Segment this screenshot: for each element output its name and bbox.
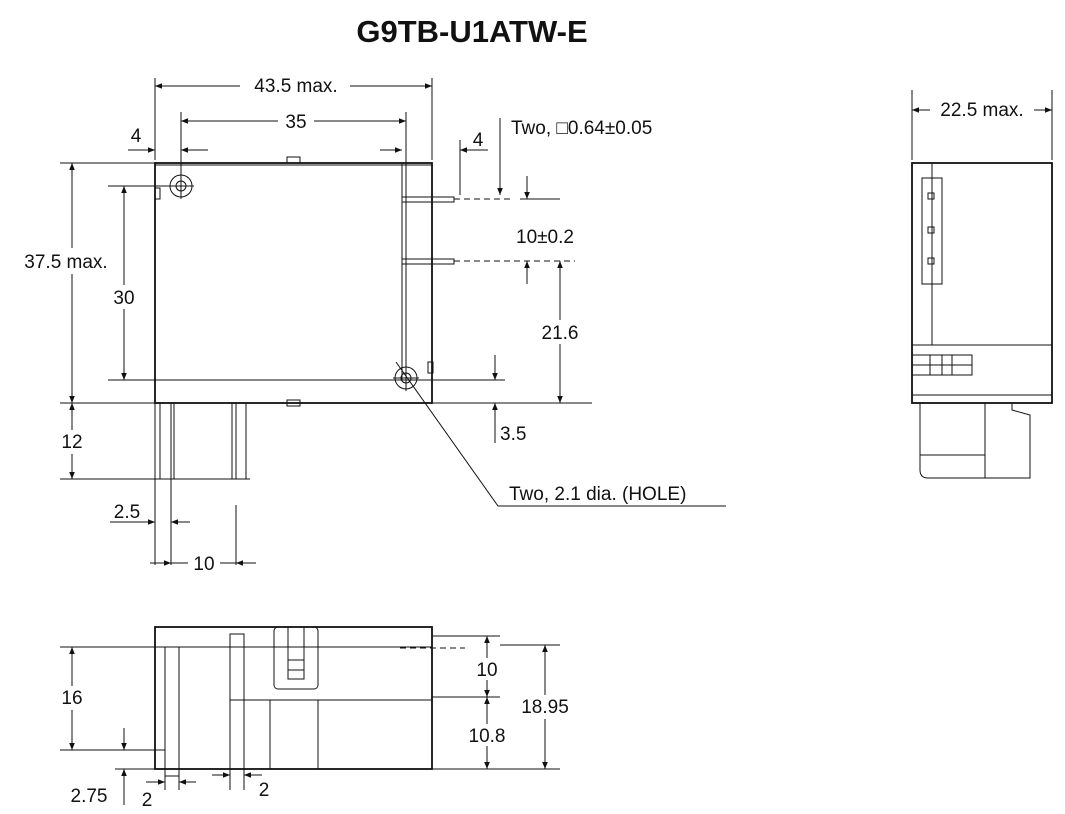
dim-pin-to-hole: 21.6	[542, 323, 579, 344]
page-title: G9TB-U1ATW-E	[356, 14, 587, 49]
dim-hole-pitch: 35	[285, 112, 306, 133]
dim-pin-base-height: 10.8	[469, 726, 506, 747]
dim-terminal-width-right: 2	[259, 780, 270, 801]
dim-hole-vertical-pitch: 30	[113, 288, 134, 309]
front-latch	[273, 626, 319, 690]
dim-base-offset: 2.75	[71, 786, 108, 807]
dim-height-overall: 37.5 max.	[24, 252, 107, 273]
front-terminal-right	[229, 633, 245, 701]
front-terminal-left	[164, 646, 180, 777]
dim-terminal-pitch: 10	[193, 554, 214, 575]
side-body-outline	[911, 162, 1053, 404]
dim-terminal-width-left: 2	[142, 790, 153, 811]
right-tab	[427, 361, 434, 374]
mounting-hole-top	[168, 173, 194, 199]
dim-pin-offset-right: 4	[473, 130, 484, 151]
side-terminals	[919, 403, 1031, 479]
dim-pin-pitch: 10±0.2	[516, 227, 574, 248]
dim-terminal-offset: 2.5	[114, 502, 140, 523]
terminals	[159, 402, 247, 480]
relay-body-outline	[154, 162, 433, 404]
dim-terminal-length: 12	[61, 432, 82, 453]
dim-overall-width: 43.5 max.	[254, 76, 337, 97]
front-view: 16 2.75 2 2 10 10.8 18.95	[56, 626, 575, 811]
top-view: 43.5 max. 35 4 4 Two, □0.64±0.05 10±0.2 …	[10, 74, 726, 575]
mounting-hole-bottom	[393, 365, 419, 391]
front-body-outline	[154, 626, 433, 770]
dim-pin-height: 10	[476, 660, 497, 681]
top-latch	[286, 156, 301, 164]
dim-hole-offset-left: 4	[131, 126, 142, 147]
dim-hole-to-base: 3.5	[500, 424, 526, 445]
dim-overall-height: 18.95	[521, 697, 569, 718]
hole-leader-line	[395, 361, 726, 507]
side-connector	[921, 177, 943, 285]
dim-terminal-height: 16	[61, 688, 82, 709]
left-tab	[154, 187, 161, 200]
hole-note: Two, 2.1 dia. (HOLE)	[509, 484, 686, 505]
pc-pins	[401, 196, 575, 265]
side-view: 22.5 max.	[911, 90, 1053, 479]
dim-depth: 22.5 max.	[940, 100, 1023, 121]
pin-size-note: Two, □0.64±0.05	[511, 118, 652, 139]
